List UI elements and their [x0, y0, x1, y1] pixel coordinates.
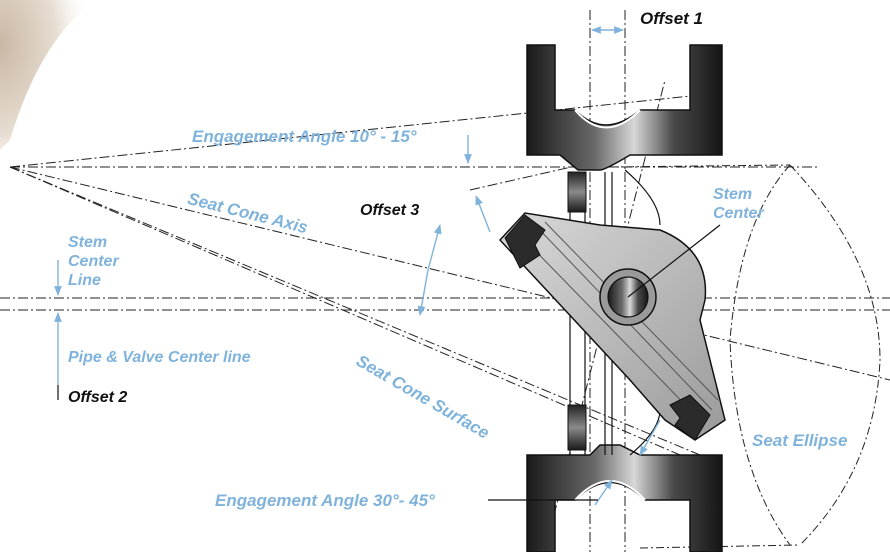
engagement-top-arrow-2	[475, 195, 491, 233]
corner-swirl	[0, 0, 95, 150]
offset2-label: Offset 2	[68, 389, 128, 406]
stem-center-label: Stem Center	[713, 186, 764, 222]
engagement-bottom-arrow-1	[639, 419, 661, 456]
offset3-arrow-down	[417, 269, 429, 316]
stem-center-leader	[627, 224, 721, 298]
engagement-bottom-label: Engagement Angle 30°- 45°	[215, 491, 435, 510]
offset1-label: Offset 1	[640, 9, 703, 28]
seat-ellipse-label: Seat Ellipse	[752, 431, 848, 450]
upper-body	[526, 44, 723, 171]
stem-center-line-label: Stem Center Line	[68, 234, 119, 289]
offset3-arrow-up	[427, 224, 442, 271]
engagement-bottom-arrow-2	[594, 479, 613, 506]
disc	[498, 212, 726, 441]
offset3-label: Offset 3	[360, 202, 420, 219]
construction-lines	[0, 10, 890, 552]
engagement-top-label: Engagement Angle 10° - 15°	[192, 127, 417, 146]
pipe-valve-center-line-label: Pipe & Valve Center line	[68, 349, 251, 366]
